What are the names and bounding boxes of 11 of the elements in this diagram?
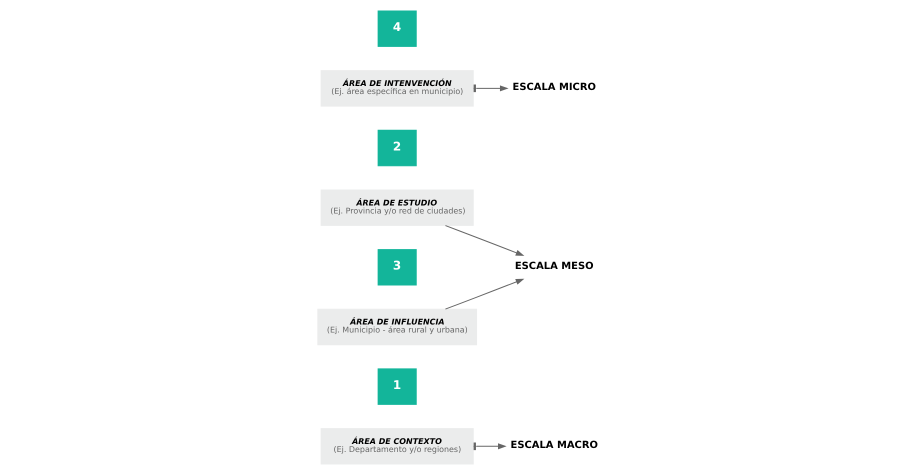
node-box: 1: [378, 368, 417, 405]
node-box: 4: [378, 10, 417, 47]
node-box: 2: [378, 130, 417, 166]
arrow: [472, 84, 509, 92]
node-box: 3: [378, 249, 417, 286]
node-text: ESCALA MICRO: [512, 82, 596, 94]
arrow: [444, 278, 524, 310]
node-text: ESCALA MESO: [514, 260, 594, 272]
arrow: [444, 225, 524, 256]
arrow: [472, 442, 507, 450]
node-text: ESCALA MACRO: [510, 440, 598, 451]
